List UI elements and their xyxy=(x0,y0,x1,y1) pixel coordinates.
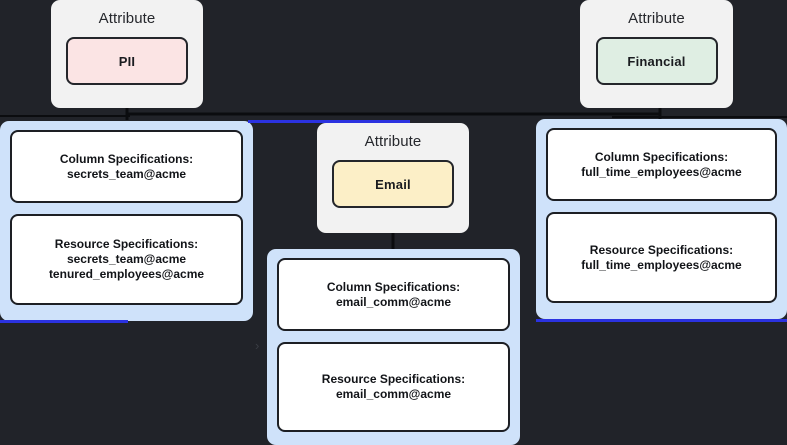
spec-box-column-specifications[interactable]: Column Specifications: secrets_team@acme xyxy=(10,130,243,203)
selection-underline-top xyxy=(248,120,410,123)
spec-heading: Column Specifications: xyxy=(594,149,729,164)
spec-value: secrets_team@acme xyxy=(66,166,187,181)
spec-value: secrets_team@acme xyxy=(66,252,187,266)
collapse-chevron-icon[interactable]: › xyxy=(255,338,260,353)
spec-box-resource-specifications[interactable]: Resource Specifications: full_time_emplo… xyxy=(546,212,777,303)
selection-underline-bottom-right xyxy=(536,319,787,322)
spec-heading: Column Specifications: xyxy=(59,151,194,166)
attribute-card-financial[interactable]: Attribute Financial xyxy=(580,0,733,108)
attribute-card-title: Attribute xyxy=(628,10,685,27)
attribute-pill-email[interactable]: Email xyxy=(332,160,454,208)
attribute-pill-label: Email xyxy=(375,176,411,192)
attribute-pill-pii[interactable]: PII xyxy=(66,37,188,85)
attribute-card-title: Attribute xyxy=(364,133,422,150)
spec-group-financial[interactable]: Column Specifications: full_time_employe… xyxy=(536,119,787,319)
spec-group-pii[interactable]: Column Specifications: secrets_team@acme… xyxy=(0,121,253,321)
spec-box-column-specifications[interactable]: Column Specifications: full_time_employe… xyxy=(546,128,777,201)
attribute-pill-label: Financial xyxy=(627,53,686,69)
spec-heading: Column Specifications: xyxy=(326,279,461,294)
spec-group-email[interactable]: Column Specifications: email_comm@acme R… xyxy=(267,249,520,445)
attribute-card-title: Attribute xyxy=(98,10,156,27)
spec-value: email_comm@acme xyxy=(335,387,452,401)
selection-underline-bottom-left xyxy=(0,320,128,323)
spec-value: full_time_employees@acme xyxy=(581,257,742,272)
spec-value: full_time_employees@acme xyxy=(581,164,742,179)
attribute-card-pii[interactable]: Attribute PII xyxy=(51,0,203,108)
attribute-card-email[interactable]: Attribute Email xyxy=(317,123,469,233)
spec-value: email_comm@acme xyxy=(335,294,452,309)
spec-heading: Resource Specifications: xyxy=(589,242,734,257)
spec-value: tenured_employees@acme xyxy=(48,267,205,281)
spec-heading: Resource Specifications: xyxy=(54,237,199,251)
attribute-pill-label: PII xyxy=(118,53,136,69)
attribute-pill-financial[interactable]: Financial xyxy=(595,37,718,85)
spec-heading: Resource Specifications: xyxy=(321,372,466,386)
spec-box-resource-specifications[interactable]: Resource Specifications: secrets_team@ac… xyxy=(10,214,243,305)
spec-box-column-specifications[interactable]: Column Specifications: email_comm@acme xyxy=(277,258,510,331)
spec-box-resource-specifications[interactable]: Resource Specifications: email_comm@acme xyxy=(277,342,510,432)
